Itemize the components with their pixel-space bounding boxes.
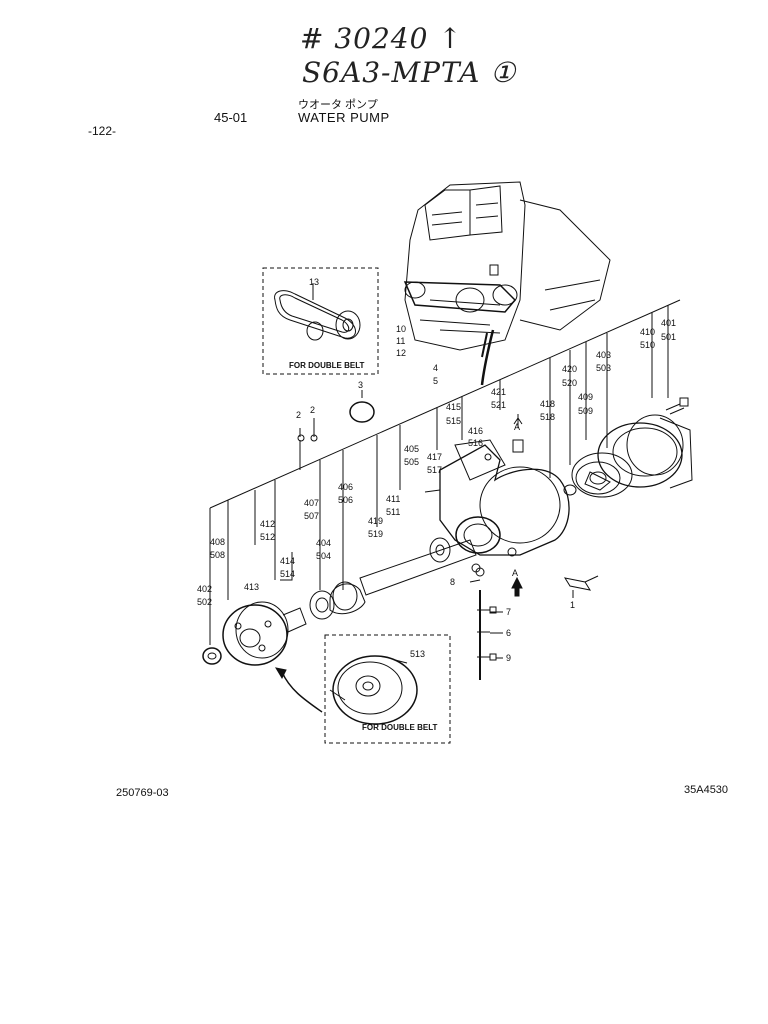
callout-label: 503 <box>596 363 611 373</box>
callout-label: 507 <box>304 511 319 521</box>
callout-label: 13 <box>309 277 319 287</box>
double-belt-illustration <box>274 286 361 341</box>
callout-label: 10 <box>396 324 406 334</box>
part-reference-code: 35A4530 <box>684 784 729 796</box>
pipe-assembly <box>475 567 497 680</box>
callout-label: 420 <box>562 364 577 374</box>
callout-label: 519 <box>368 529 383 539</box>
callout-label: 518 <box>540 412 555 422</box>
pump-housing <box>424 439 570 557</box>
callout-label: 419 <box>368 516 383 526</box>
callout-label: 516 <box>468 438 483 448</box>
callout-label: 504 <box>316 551 331 561</box>
bolt-part <box>665 403 685 415</box>
callout-labels: 13 10 11 12 401 501 410 510 403 503 420 … <box>197 277 676 732</box>
callout-label: 403 <box>596 350 611 360</box>
handwritten-note-1: # 30240 ↑ <box>300 22 463 55</box>
callout-label: 415 <box>446 402 461 412</box>
double-belt-box-top <box>262 267 379 375</box>
callout-label: 506 <box>338 495 353 505</box>
callout-label: 6 <box>506 628 511 638</box>
callout-label: 4 <box>433 363 438 373</box>
callout-label: 501 <box>661 332 676 342</box>
callout-label: 502 <box>197 597 212 607</box>
callout-label: 418 <box>540 399 555 409</box>
callout-label: 2 <box>310 405 315 415</box>
double-pulley-illustration <box>329 655 418 725</box>
callout-label: 511 <box>386 507 400 517</box>
callout-label: 408 <box>210 537 225 547</box>
callout-label: 405 <box>404 444 419 454</box>
callout-label: 412 <box>260 519 275 529</box>
callout-label: 413 <box>244 582 259 592</box>
page-number: -122- <box>88 124 117 138</box>
callout-label: 505 <box>404 457 419 467</box>
callout-label: 411 <box>386 494 400 504</box>
pulley-part <box>202 601 307 666</box>
bolt-part <box>563 577 592 591</box>
callout-label: 3 <box>358 380 363 390</box>
callout-label: 407 <box>304 498 319 508</box>
leader-baseline <box>209 299 681 509</box>
double-belt-box-bottom <box>324 634 451 744</box>
engine-illustration <box>403 181 611 386</box>
callout-label: 520 <box>562 378 577 388</box>
callout-label: 416 <box>468 426 483 436</box>
callout-label: 11 <box>396 336 405 346</box>
callout-label: 410 <box>640 327 655 337</box>
callout-label: 5 <box>433 376 438 386</box>
handwritten-note-2: S6A3-MPTA ① <box>302 56 517 89</box>
callout-label: 512 <box>260 532 275 542</box>
pin-part <box>297 434 305 442</box>
gasket-part <box>349 401 375 423</box>
callout-label: 2 <box>296 410 301 420</box>
callout-label: 515 <box>446 416 461 426</box>
callout-label: 514 <box>280 569 295 579</box>
callout-label: 1 <box>570 600 575 610</box>
callout-label: A <box>514 422 520 432</box>
arrow-up-icon <box>511 576 523 597</box>
callout-label: 421 <box>491 387 506 397</box>
drawing-number: 250769-03 <box>116 787 169 799</box>
callout-label: A <box>512 568 518 578</box>
pump-cover <box>563 414 693 498</box>
callout-label: 517 <box>427 465 442 475</box>
callout-label: 409 <box>578 392 593 402</box>
callout-label: 404 <box>316 538 331 548</box>
header-section-code: 45-01 <box>214 110 248 125</box>
callout-label: 510 <box>640 340 655 350</box>
header-title: WATER PUMP <box>298 110 390 125</box>
nozzle-part <box>512 439 524 453</box>
header-japanese-title: ウオータ ポンプ <box>298 99 378 111</box>
callout-label: 402 <box>197 584 212 594</box>
callout-label: 406 <box>338 482 353 492</box>
callout-label: 513 <box>410 649 425 659</box>
callout-label: 7 <box>506 607 511 617</box>
callout-label: 509 <box>578 406 593 416</box>
callout-label: 417 <box>427 452 442 462</box>
callout-label: 508 <box>210 550 225 560</box>
callout-label: 414 <box>280 556 295 566</box>
callout-label: 9 <box>506 653 511 663</box>
callout-label: 8 <box>450 577 455 587</box>
top-box-caption: FOR DOUBLE BELT <box>289 361 365 370</box>
callout-label: 521 <box>491 400 506 410</box>
bottom-box-caption: FOR DOUBLE BELT <box>362 723 438 732</box>
callout-label: 401 <box>661 318 676 328</box>
callout-label: 12 <box>396 348 406 358</box>
